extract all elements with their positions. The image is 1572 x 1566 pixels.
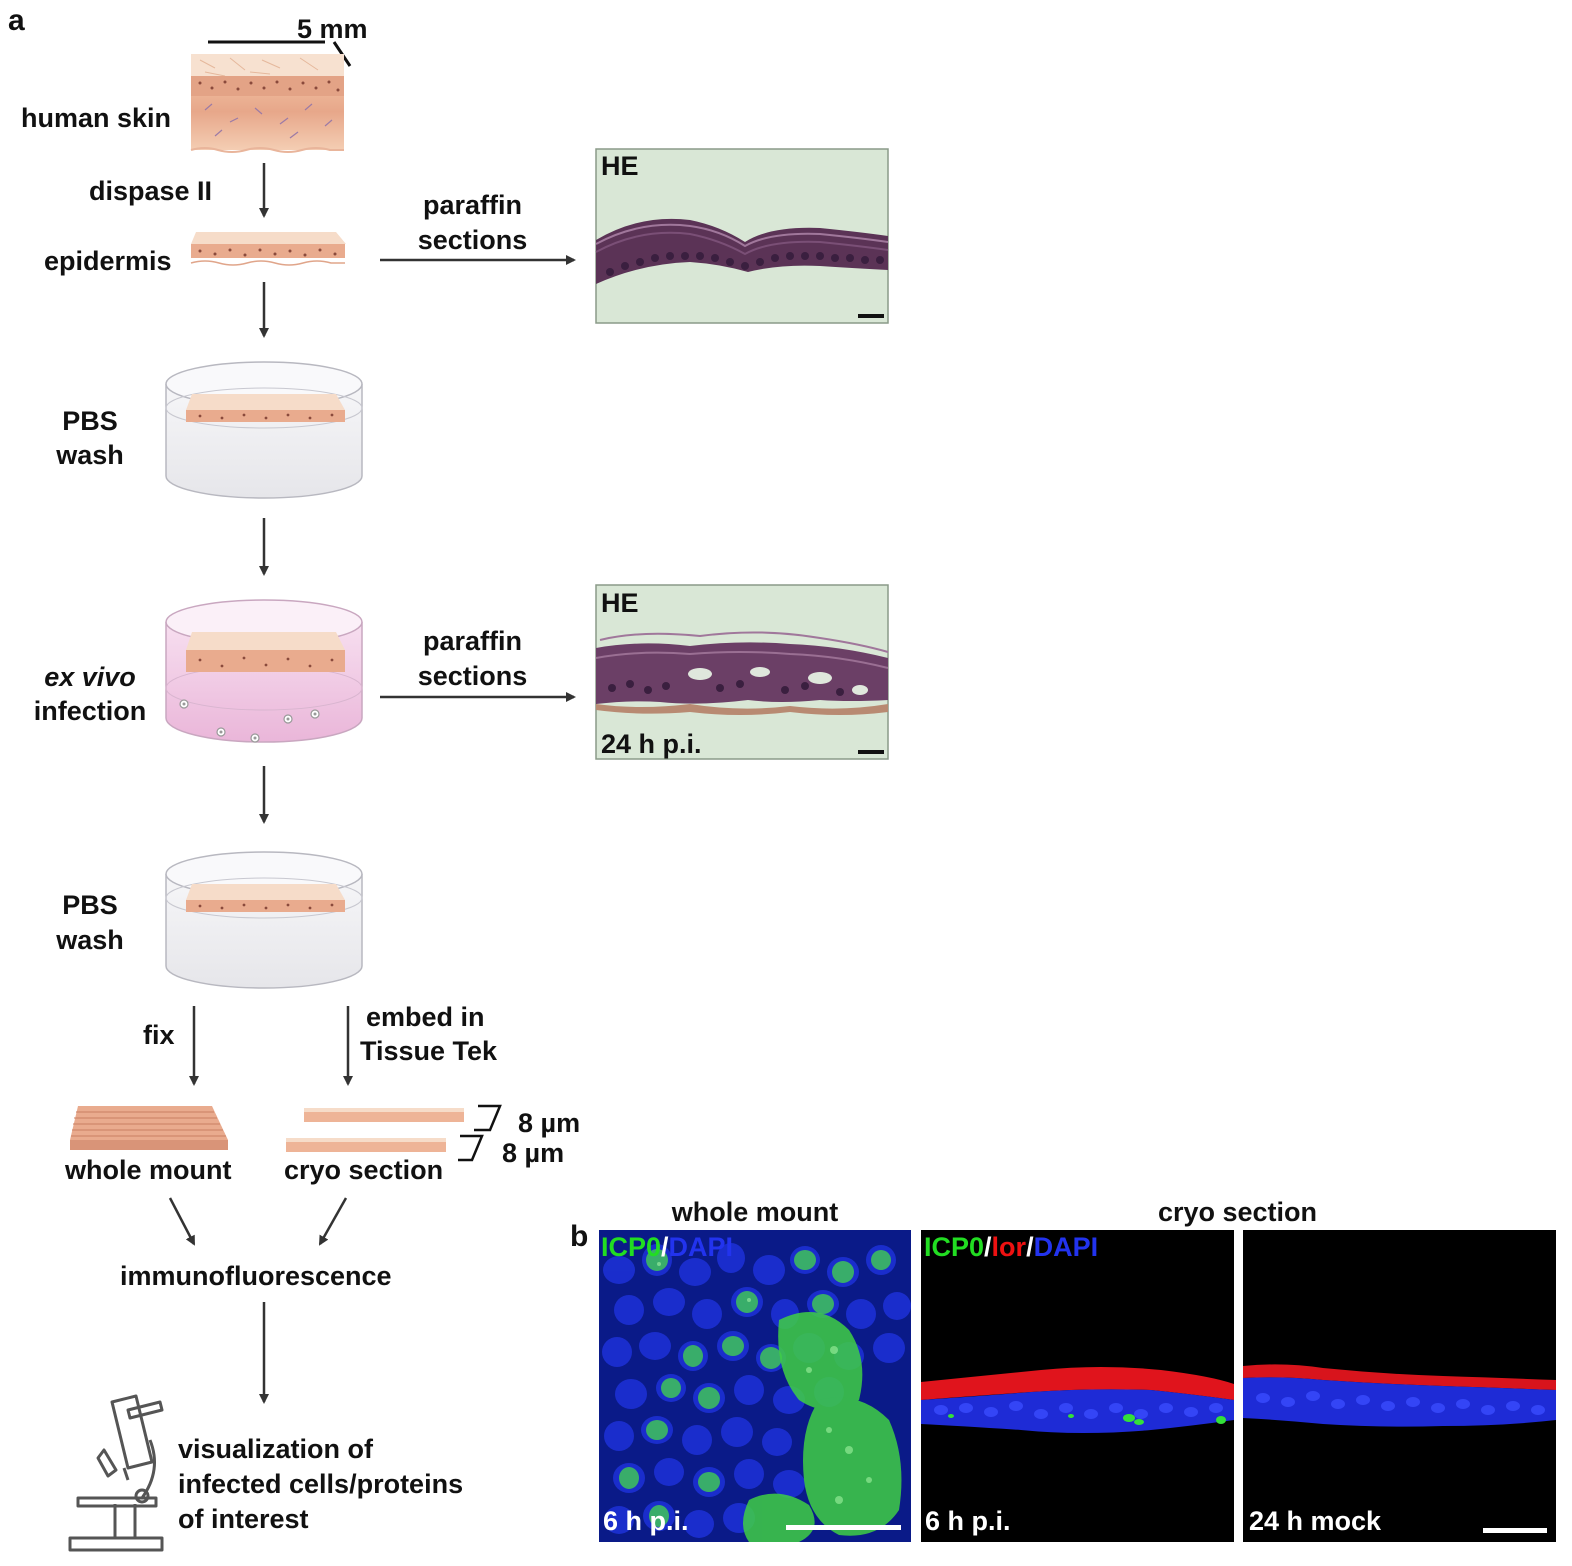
petri-dish-pbs-1 xyxy=(165,361,363,499)
paraffin-2-line2: sections xyxy=(417,661,528,691)
step-dispase: dispase II xyxy=(89,176,213,206)
thickness-label-1: 8 µm xyxy=(518,1108,581,1138)
step-visualization-line2: infected cells/proteins xyxy=(178,1469,464,1499)
petri-dish-infection xyxy=(165,599,363,743)
if-cryo-mock-image xyxy=(1243,1230,1556,1542)
if-2-time-label: 6 h p.i. xyxy=(925,1506,1011,1536)
if-2-stain-label: ICP0/lor/DAPI xyxy=(924,1230,1098,1265)
paraffin-1-line1: paraffin xyxy=(422,190,522,220)
header-cryo-section: cryo section xyxy=(1157,1197,1318,1227)
he-2-time-label: 24 h p.i. xyxy=(601,729,702,759)
microscope-icon xyxy=(68,1394,164,1552)
step-infection: infection xyxy=(33,696,147,726)
he-image-1 xyxy=(595,148,889,324)
epidermis-illustration xyxy=(190,232,346,266)
step-ex-vivo: ex vivo xyxy=(44,662,136,692)
stain-dapi: DAPI xyxy=(1033,1232,1099,1262)
step-fix: fix xyxy=(143,1020,175,1050)
paraffin-2-line1: paraffin xyxy=(422,626,522,656)
panel-b-letter: b xyxy=(570,1220,589,1253)
step-embed-line2: Tissue Tek xyxy=(360,1036,498,1066)
stain-separator: / xyxy=(984,1232,992,1262)
header-whole-mount: whole mount xyxy=(671,1197,839,1227)
panel-a-letter: a xyxy=(8,4,25,37)
stain-separator: / xyxy=(661,1232,669,1262)
if-1-stain-label: ICP0/DAPI xyxy=(601,1230,733,1265)
cryo-section-illustration xyxy=(286,1104,502,1162)
if-whole-mount-image xyxy=(599,1230,911,1542)
he-image-2 xyxy=(595,584,889,760)
skin-block-illustration xyxy=(190,54,344,153)
step-visualization-line1: visualization of xyxy=(178,1434,374,1464)
step-epidermis: epidermis xyxy=(44,246,172,276)
scale-bar-label: 5 mm xyxy=(297,14,368,44)
step-immunofluorescence: immunofluorescence xyxy=(120,1261,392,1291)
stain-dapi: DAPI xyxy=(668,1232,734,1262)
thickness-label-2: 8 µm xyxy=(502,1138,565,1168)
step-visualization-line3: of interest xyxy=(178,1504,309,1534)
flow-arrows xyxy=(168,163,576,1404)
stain-icp0: ICP0 xyxy=(924,1232,985,1262)
pbs-2-line1: PBS xyxy=(62,890,118,920)
if-1-time-label: 6 h p.i. xyxy=(603,1506,689,1536)
petri-dish-pbs-2 xyxy=(165,851,363,989)
he-2-stain-label: HE xyxy=(601,588,639,618)
step-cryo-section: cryo section xyxy=(284,1155,444,1185)
stain-lor: lor xyxy=(991,1232,1027,1262)
stain-separator: / xyxy=(1026,1232,1034,1262)
if-cryo-6h-image xyxy=(921,1230,1234,1542)
pbs-2-line2: wash xyxy=(56,925,124,955)
he-1-stain-label: HE xyxy=(601,151,639,181)
step-embed-line1: embed in xyxy=(366,1002,485,1032)
pbs-1-line1: PBS xyxy=(62,406,118,436)
stain-icp0: ICP0 xyxy=(601,1232,662,1262)
whole-mount-illustration xyxy=(70,1106,228,1150)
paraffin-1-line2: sections xyxy=(417,225,528,255)
step-whole-mount: whole mount xyxy=(65,1155,232,1185)
pbs-1-line2: wash xyxy=(56,440,124,470)
step-human-skin: human skin xyxy=(21,103,172,133)
if-3-time-label: 24 h mock xyxy=(1249,1506,1382,1536)
